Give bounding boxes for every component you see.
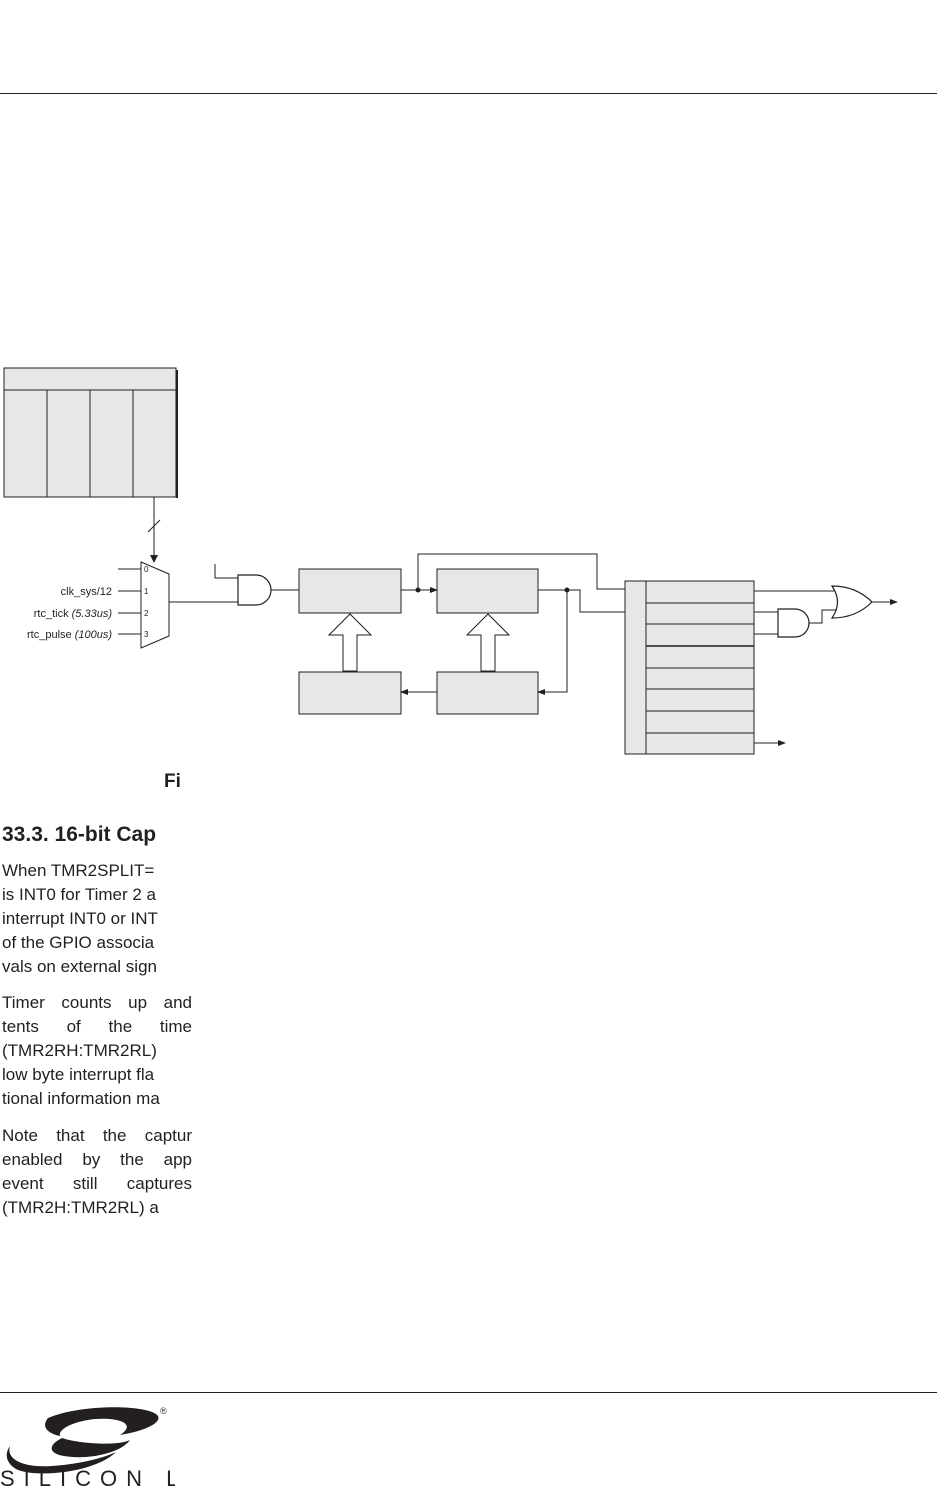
silicon-labs-logo: ® SILICON LABS (0, 1406, 175, 1487)
header-rule (0, 93, 937, 94)
clock-and-gate (237, 574, 272, 606)
silicon-labs-s-mark-icon (6, 1407, 159, 1474)
paragraph-3: Note that the captur enabled by the app … (2, 1124, 192, 1220)
figure-caption: Fi (164, 771, 181, 792)
paragraph-line: low byte interrupt fla (2, 1065, 155, 1084)
paragraph-line: of the GPIO associa (2, 933, 155, 952)
reload-high-block (436, 671, 539, 715)
paragraph-line: tents of the time (2, 1017, 192, 1036)
paragraph-line: tional information ma (2, 1089, 160, 1108)
control-register-table (3, 367, 178, 498)
logo-wordmark: SILICON LABS (0, 1466, 175, 1487)
paragraph-line: event still captures (2, 1174, 192, 1193)
paragraph-line: vals on external sign (2, 957, 157, 976)
paragraph-line: (TMR2H:TMR2RL) a (2, 1198, 159, 1217)
input-clk-sys-label: clk_sys/12 (61, 586, 112, 598)
mux-input-1-number: 1 (144, 587, 149, 596)
paragraph-line: When TMR2SPLIT= (2, 861, 155, 880)
mux-input-0-number: 0 (144, 565, 149, 574)
paragraph-1: When TMR2SPLIT= is INT0 for Timer 2 a in… (2, 859, 192, 979)
mux-select-bus (147, 497, 161, 563)
timer-block-diagram: 0 1 2 3 clk_sys/12 rtc_tick (5.33us) rtc… (3, 367, 898, 755)
mux-input-2-number: 2 (144, 609, 149, 618)
registered-mark: ® (160, 1406, 167, 1416)
interrupt-or-gate (830, 585, 873, 619)
timer-low-byte-block (298, 568, 402, 614)
paragraph-line: Note that the captur (2, 1126, 192, 1145)
reload-low-block (298, 671, 402, 715)
section-heading: 33.3. 16-bit Cap (2, 823, 157, 846)
footer-rule (0, 1392, 937, 1393)
input-rtc-pulse-label: rtc_pulse (100us) (27, 629, 112, 641)
paragraph-2: Timer counts up and tents of the time (T… (2, 991, 192, 1111)
reload-arrow-high (465, 613, 511, 672)
timer-high-byte-block (436, 568, 539, 614)
input-rtc-tick-label: rtc_tick (5.33us) (34, 608, 113, 620)
paragraph-line: enabled by the app (2, 1150, 192, 1169)
clock-mux: 0 1 2 3 (118, 561, 170, 649)
reload-arrow-low (327, 613, 373, 672)
interrupt-register-block (624, 580, 755, 755)
paragraph-line: is INT0 for Timer 2 a (2, 885, 156, 904)
paragraph-line: Timer counts up and (2, 993, 192, 1012)
interrupt-and-gate (777, 608, 810, 638)
paragraph-line: interrupt INT0 or INT (2, 909, 158, 928)
paragraph-line: (TMR2RH:TMR2RL) (2, 1041, 157, 1060)
mux-input-3-number: 3 (144, 630, 149, 639)
